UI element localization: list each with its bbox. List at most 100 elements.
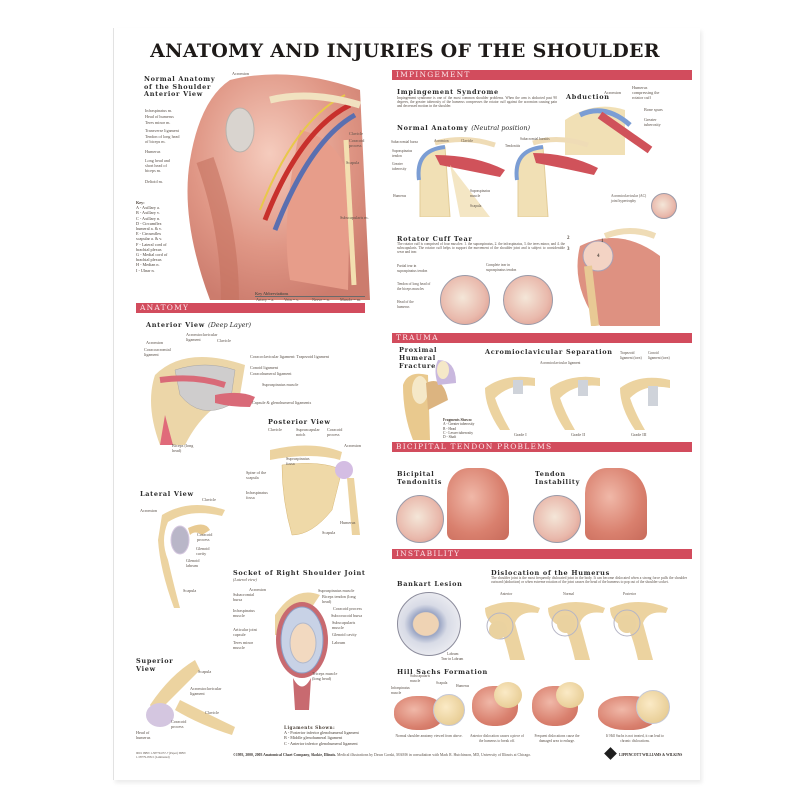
- rotator-cuff-illustration: [577, 228, 660, 326]
- label-coracoid-post: Coracoid process: [327, 427, 343, 437]
- label-triceps: Triceps muscle (long head): [312, 671, 338, 681]
- number-3: 3: [567, 247, 570, 252]
- label-tear-in-labrum: Tear in Labrum: [441, 657, 464, 661]
- label-coracoclavicular: Coracoclavicular ligament: Trapezoid lig…: [250, 354, 329, 359]
- ac-joint-magnifier: [651, 193, 677, 219]
- abbrev-divider: [255, 296, 365, 297]
- anterior-deep-heading: Anterior View (Deep Layer): [146, 321, 252, 329]
- bicipital-tendonitis-shoulder: [447, 468, 509, 540]
- section-bar-anatomy: ANATOMY: [136, 303, 365, 313]
- label-acromion-abd: Acromion: [604, 90, 621, 95]
- hs-caption-2: Anterior dislocation causes a piece of t…: [470, 734, 524, 743]
- dislocation-heading: Dislocation of the Humerus: [491, 569, 610, 577]
- label-subscapularis: Subscapularis m.: [340, 215, 369, 220]
- label-posterior: Posterior: [623, 592, 636, 596]
- label-spine-scapula: Spine of the scapula: [246, 470, 267, 480]
- label-labrum: Labrum: [447, 652, 459, 656]
- hill-sachs-heading: Hill Sachs Formation: [397, 668, 488, 676]
- label-humerus: Humerus: [145, 149, 161, 154]
- impingement-syndrome-text: Impingement syndrome is one of the most …: [397, 96, 557, 109]
- hs-caption-1: Normal shoulder anatomy viewed from abov…: [395, 734, 463, 738]
- label-clavicle-imp: Clavicle: [461, 139, 473, 143]
- label-subacromial-bursitis: Subacromial bursitis: [520, 137, 550, 141]
- proximal-humeral-fracture-heading: Proximal Humeral Fracture: [399, 346, 438, 370]
- grade-1-label: Grade I: [514, 432, 527, 437]
- impingement-tendonitis-illustration: [514, 137, 598, 217]
- abbrev-nerve: Nerve = n.: [312, 297, 330, 302]
- number-2: 2: [567, 236, 570, 241]
- label-glenoid-cavity-sock: Glenoid cavity: [332, 632, 357, 637]
- label-subscapularis-sock: Subscapularis muscle: [332, 620, 356, 630]
- tendon-instability-heading: Tendon Instability: [535, 470, 581, 486]
- footer-credits: ©1993, 2000, 2003 Anatomical Chart Compa…: [233, 753, 532, 757]
- label-teres-minor: Teres minor m.: [145, 120, 171, 125]
- label-complete-tear: Complete tear in supraspinatus tendon: [486, 263, 517, 272]
- label-acromion-deep: Acromion: [146, 340, 163, 345]
- label-supraspinatus-sock: Supraspinatus muscle: [318, 588, 355, 593]
- label-coracoid-lat: Coracoid process: [197, 532, 213, 542]
- label-scapula-sup: Scapula: [198, 669, 212, 674]
- label-clavicle-post: Clavicle: [268, 427, 282, 432]
- posterior-view-illustration: [270, 445, 360, 536]
- bankart-magnifier: [397, 592, 461, 656]
- superior-view-heading: Superior View: [136, 657, 174, 673]
- label-biceps-tendon: Biceps tendon (long head): [322, 594, 356, 604]
- label-capsule: Capsule & glenohumeral ligaments: [252, 400, 312, 405]
- label-coracoid-sup: Coracoid process: [171, 719, 187, 729]
- normal-anatomy-heading: Normal Anatomy of the Shoulder Anterior …: [144, 75, 216, 98]
- label-biceps-heads: Long head and short head of biceps m.: [145, 158, 170, 173]
- label-supraspinatus-tendon: Supraspinatus tendon: [392, 149, 413, 158]
- label-bone-spurs: Bone spurs: [644, 107, 663, 112]
- dislocation-illustrations: [485, 602, 668, 660]
- poster-title: ANATOMY AND INJURIES OF THE SHOULDER: [150, 40, 660, 62]
- label-humerus-hs: Humerus: [456, 684, 470, 688]
- impingement-normal-illustration: [416, 137, 505, 217]
- label-ac-ligament: Acromioclavicular ligament: [186, 332, 218, 342]
- superior-view-illustration: [146, 660, 235, 735]
- label-anterior: Anterior: [500, 592, 513, 596]
- label-suprascapular-notch: Suprascapular notch: [296, 427, 320, 437]
- label-conoid-torn: Conoid ligament (torn): [648, 351, 670, 360]
- section-bar-bicipital: BICIPITAL TENDON PROBLEMS: [392, 442, 692, 452]
- lateral-view-illustration: [158, 505, 225, 608]
- tendon-instability-shoulder: [585, 468, 647, 540]
- label-acromion: Acromion: [232, 71, 249, 76]
- label-infraspinatus-hs: Infraspinatus muscle: [391, 686, 410, 695]
- label-tendon-biceps: Tendon of long head of biceps m.: [145, 134, 180, 144]
- label-humerus-compressing: Humerus compressing the rotator cuff: [632, 85, 660, 100]
- anterior-deep-illustration: [151, 357, 255, 445]
- label-humerus-imp: Humerus: [393, 194, 407, 198]
- hs-caption-4: If Hill Sachs is not treated, it can lea…: [606, 734, 664, 743]
- grade-2-label: Grade II: [571, 432, 586, 437]
- label-scapula-lat: Scapula: [183, 588, 197, 593]
- label-humerus-post: Humerus: [340, 520, 356, 525]
- key-abbreviations-title: Key Abbreviations: [255, 291, 289, 296]
- bankart-lesion-heading: Bankart Lesion: [397, 580, 463, 588]
- label-supraspinatus-muscle: Supraspinatus muscle: [262, 382, 299, 387]
- dislocation-text: The shoulder joint is the most frequentl…: [491, 576, 687, 585]
- label-coracoacromial: Coracoacromial ligament: [144, 347, 171, 357]
- ligaments-shown: Ligaments Shown: A - Posterior inferior …: [284, 725, 359, 746]
- ac-separation-illustrations: [485, 376, 670, 430]
- instability-magnifier: [533, 495, 581, 543]
- normal-anatomy-neutral-heading: Normal Anatomy (Neutral position): [397, 124, 531, 132]
- label-subcoracoid-bursa: Subcoracoid bursa: [331, 613, 363, 618]
- label-glenoid-cavity: Glenoid cavity: [196, 546, 210, 556]
- label-subscapularis-hs: Subscapularis muscle: [410, 674, 430, 683]
- number-4: 4: [597, 254, 600, 259]
- rotator-cuff-text: The rotator cuff is comprised of four mu…: [397, 242, 565, 255]
- label-transverse-ligament: Transverse ligament: [145, 128, 179, 133]
- impingement-syndrome-heading: Impingement Syndrome: [397, 88, 499, 96]
- abduction-heading: Abduction: [566, 93, 610, 101]
- hs-humerus-head-4: [636, 690, 670, 724]
- grade-3-label: Grade III: [631, 432, 647, 437]
- label-clavicle-sup: Clavicle: [205, 710, 219, 715]
- label-supraspinatus-muscle-imp: Supraspinatus muscle: [470, 189, 491, 198]
- label-labrum-sock: Labrum: [332, 640, 346, 645]
- label-acromion-imp: Acromion: [434, 139, 449, 143]
- label-scapula-post: Scapula: [322, 530, 336, 535]
- bicipital-tendonitis-heading: Bicipital Tendonitis: [397, 470, 443, 486]
- label-head-of-humerus: Head of humerus: [145, 114, 174, 119]
- label-deltoid: Deltoid m.: [145, 179, 163, 184]
- number-1: 1: [601, 239, 604, 244]
